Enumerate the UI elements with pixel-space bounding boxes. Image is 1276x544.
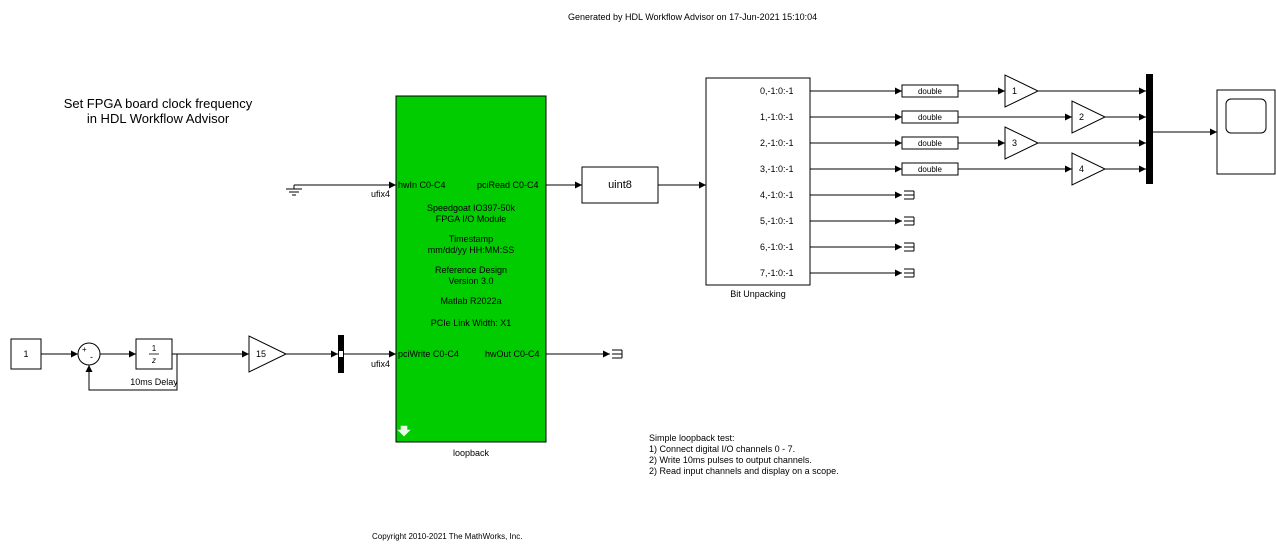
clock-annotation-line: in HDL Workflow Advisor [86, 111, 230, 126]
loopback-text-line: FPGA I/O Module [435, 214, 507, 224]
signal-type-label: ufix4 [371, 359, 391, 369]
terminator-icon [904, 242, 915, 252]
gain-block[interactable] [1004, 126, 1040, 160]
data-type-label: double [917, 87, 943, 96]
loopback-subsystem[interactable] [395, 95, 547, 443]
loopback-text-line: Reference Design [434, 265, 508, 275]
bit-output-label: 0,-1:0:-1 [760, 86, 794, 96]
data-type-label: double [917, 165, 943, 174]
convert-uint8-label: uint8 [608, 179, 632, 191]
gain-block-15[interactable] [248, 335, 288, 373]
loopback-version-text: Reference Design Version 3.0 [396, 265, 546, 287]
channel-gain-value: 3 [1012, 138, 1018, 148]
loopback-text-line: Version 3.0 [448, 276, 494, 286]
bit-unpacking-caption: Bit Unpacking [730, 289, 786, 299]
terminator-icon [904, 190, 915, 200]
copyright-text: Copyright 2010-2021 The MathWorks, Inc. [372, 532, 523, 541]
data-type-label: double [917, 113, 943, 122]
loopback-text-line: Matlab R2022a [440, 296, 502, 306]
signal-type-label: ufix4 [371, 189, 391, 199]
gain-block[interactable] [1071, 100, 1107, 134]
bit-output-label: 7,-1:0:-1 [760, 268, 794, 278]
clock-annotation-line: Set FPGA board clock frequency [63, 96, 253, 111]
delay-denominator: z [152, 356, 156, 365]
terminator-icon [904, 216, 915, 226]
bit-output-label: 5,-1:0:-1 [760, 216, 794, 226]
convert-uint8-block[interactable] [581, 166, 659, 204]
note-line: 2) Read input channels and display on a … [649, 466, 839, 476]
bit-output-label: 3,-1:0:-1 [760, 164, 794, 174]
loopback-caption: loopback [452, 448, 490, 458]
loopback-pcie-text: PCIe Link Width: X1 [396, 318, 546, 329]
clock-annotation: Set FPGA board clock frequency in HDL Wo… [58, 96, 258, 126]
signal-lines [41, 87, 1217, 391]
sum-plus-sign: + [82, 345, 87, 354]
loopback-module-text: Speedgoat IO397-50k FPGA I/O Module [396, 203, 546, 225]
delay-numerator: 1 [151, 344, 157, 353]
gain-15-value: 15 [256, 349, 267, 359]
bit-output-label: 1,-1:0:-1 [760, 112, 794, 122]
channel-gain-value: 1 [1012, 86, 1018, 96]
terminator-icon [904, 268, 915, 278]
loopback-port-pciwrite: pciWrite C0-C4 [398, 349, 459, 359]
loopback-matlab-text: Matlab R2022a [396, 296, 546, 307]
loopback-port-pciread: pciRead C0-C4 [477, 180, 539, 190]
note-line: Simple loopback test: [649, 433, 735, 443]
constant-block[interactable] [10, 338, 42, 370]
download-arrow-icon [397, 425, 411, 437]
loopback-text-line: PCIe Link Width: X1 [430, 318, 512, 328]
loopback-port-hwin: hwIn C0-C4 [398, 180, 446, 190]
loopback-text-line: mm/dd/yy HH:MM:SS [427, 245, 515, 255]
gain-block[interactable] [1004, 74, 1040, 108]
ground-block[interactable] [286, 185, 302, 196]
bit-unpacking-block[interactable] [705, 77, 811, 286]
mux-block-right[interactable] [1146, 74, 1153, 184]
terminator-group [904, 190, 915, 278]
scope-block[interactable] [1216, 89, 1276, 175]
loopback-text-line: Speedgoat IO397-50k [426, 203, 516, 213]
note-line: 2) Write 10ms pulses to output channels. [649, 455, 812, 465]
bit-output-label: 2,-1:0:-1 [760, 138, 794, 148]
data-type-label: double [917, 139, 943, 148]
sum-minus-sign: - [90, 352, 93, 362]
bit-output-label: 6,-1:0:-1 [760, 242, 794, 252]
loopback-text-line: Timestamp [448, 234, 494, 244]
mux-port-marker [339, 351, 343, 357]
bit-output-label: 4,-1:0:-1 [760, 190, 794, 200]
channel-gain-value: 4 [1079, 164, 1085, 174]
loopback-test-note: Simple loopback test: 1) Connect digital… [649, 433, 839, 477]
constant-value: 1 [23, 349, 29, 359]
generated-header: Generated by HDL Workflow Advisor on 17-… [568, 12, 818, 22]
note-line: 1) Connect digital I/O channels 0 - 7. [649, 444, 796, 454]
loopback-port-hwout: hwOut C0-C4 [485, 349, 540, 359]
channel-gain-value: 2 [1079, 112, 1085, 122]
gain-block[interactable] [1071, 152, 1107, 186]
terminator-icon [612, 349, 623, 359]
loopback-timestamp-text: Timestamp mm/dd/yy HH:MM:SS [396, 234, 546, 256]
delay-caption: 10ms Delay [130, 377, 178, 387]
